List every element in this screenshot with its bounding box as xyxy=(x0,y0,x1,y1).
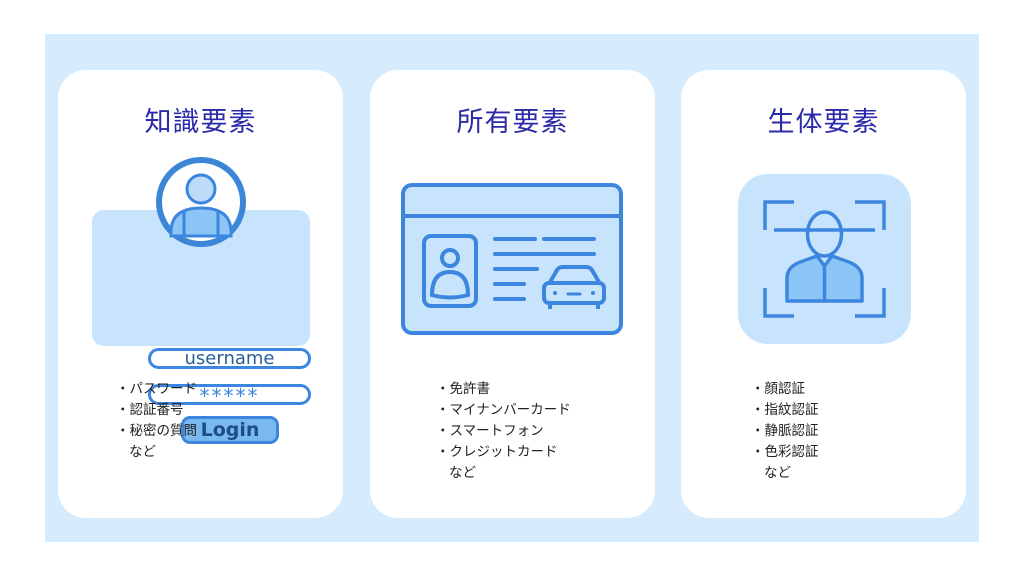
list-etc: など xyxy=(449,465,476,481)
face-scan-icon xyxy=(738,174,911,344)
list-item: マイナンバーカード xyxy=(436,400,571,421)
list-item: 色彩認証 xyxy=(751,442,819,463)
list-item: 秘密の質問 xyxy=(116,421,198,442)
login-button[interactable]: Login xyxy=(181,416,279,444)
face-scan-illustration xyxy=(737,170,912,348)
list-item: 静脈認証 xyxy=(751,421,819,442)
list-item: スマートフォン xyxy=(436,421,571,442)
id-card-driver-license-icon xyxy=(401,183,623,335)
list-item: クレジットカード xyxy=(436,442,571,463)
list-etc: など xyxy=(764,465,791,481)
card-biometric-factor: 生体要素 顔認証 指紋認証 静脈認証 色彩認証 など xyxy=(681,70,966,518)
list-item: 顔認証 xyxy=(751,379,819,400)
card-possession-factor: 所有要素 xyxy=(370,70,655,518)
list-item: パスワード xyxy=(116,379,198,400)
id-card-illustration xyxy=(398,180,628,340)
list-item: 免許書 xyxy=(436,379,571,400)
card-knowledge-factor: 知識要素 username ***** Login パスワード 認証番号 秘密の… xyxy=(58,70,343,518)
biometric-factor-list: 顔認証 指紋認証 静脈認証 色彩認証 など xyxy=(751,379,819,484)
login-form-icon xyxy=(92,157,310,346)
list-etc: など xyxy=(129,444,156,460)
username-field[interactable]: username xyxy=(148,348,311,369)
login-form-illustration: username ***** Login xyxy=(88,154,314,444)
card-title: 知識要素 xyxy=(144,107,257,138)
list-item: 認証番号 xyxy=(116,400,197,421)
possession-factor-list: 免許書 マイナンバーカード スマートフォン クレジットカード など xyxy=(436,379,571,484)
card-title: 所有要素 xyxy=(456,107,569,138)
knowledge-factor-list: パスワード 認証番号 秘密の質問 など xyxy=(116,379,197,463)
card-title: 生体要素 xyxy=(767,107,880,138)
list-item: 指紋認証 xyxy=(751,400,819,421)
